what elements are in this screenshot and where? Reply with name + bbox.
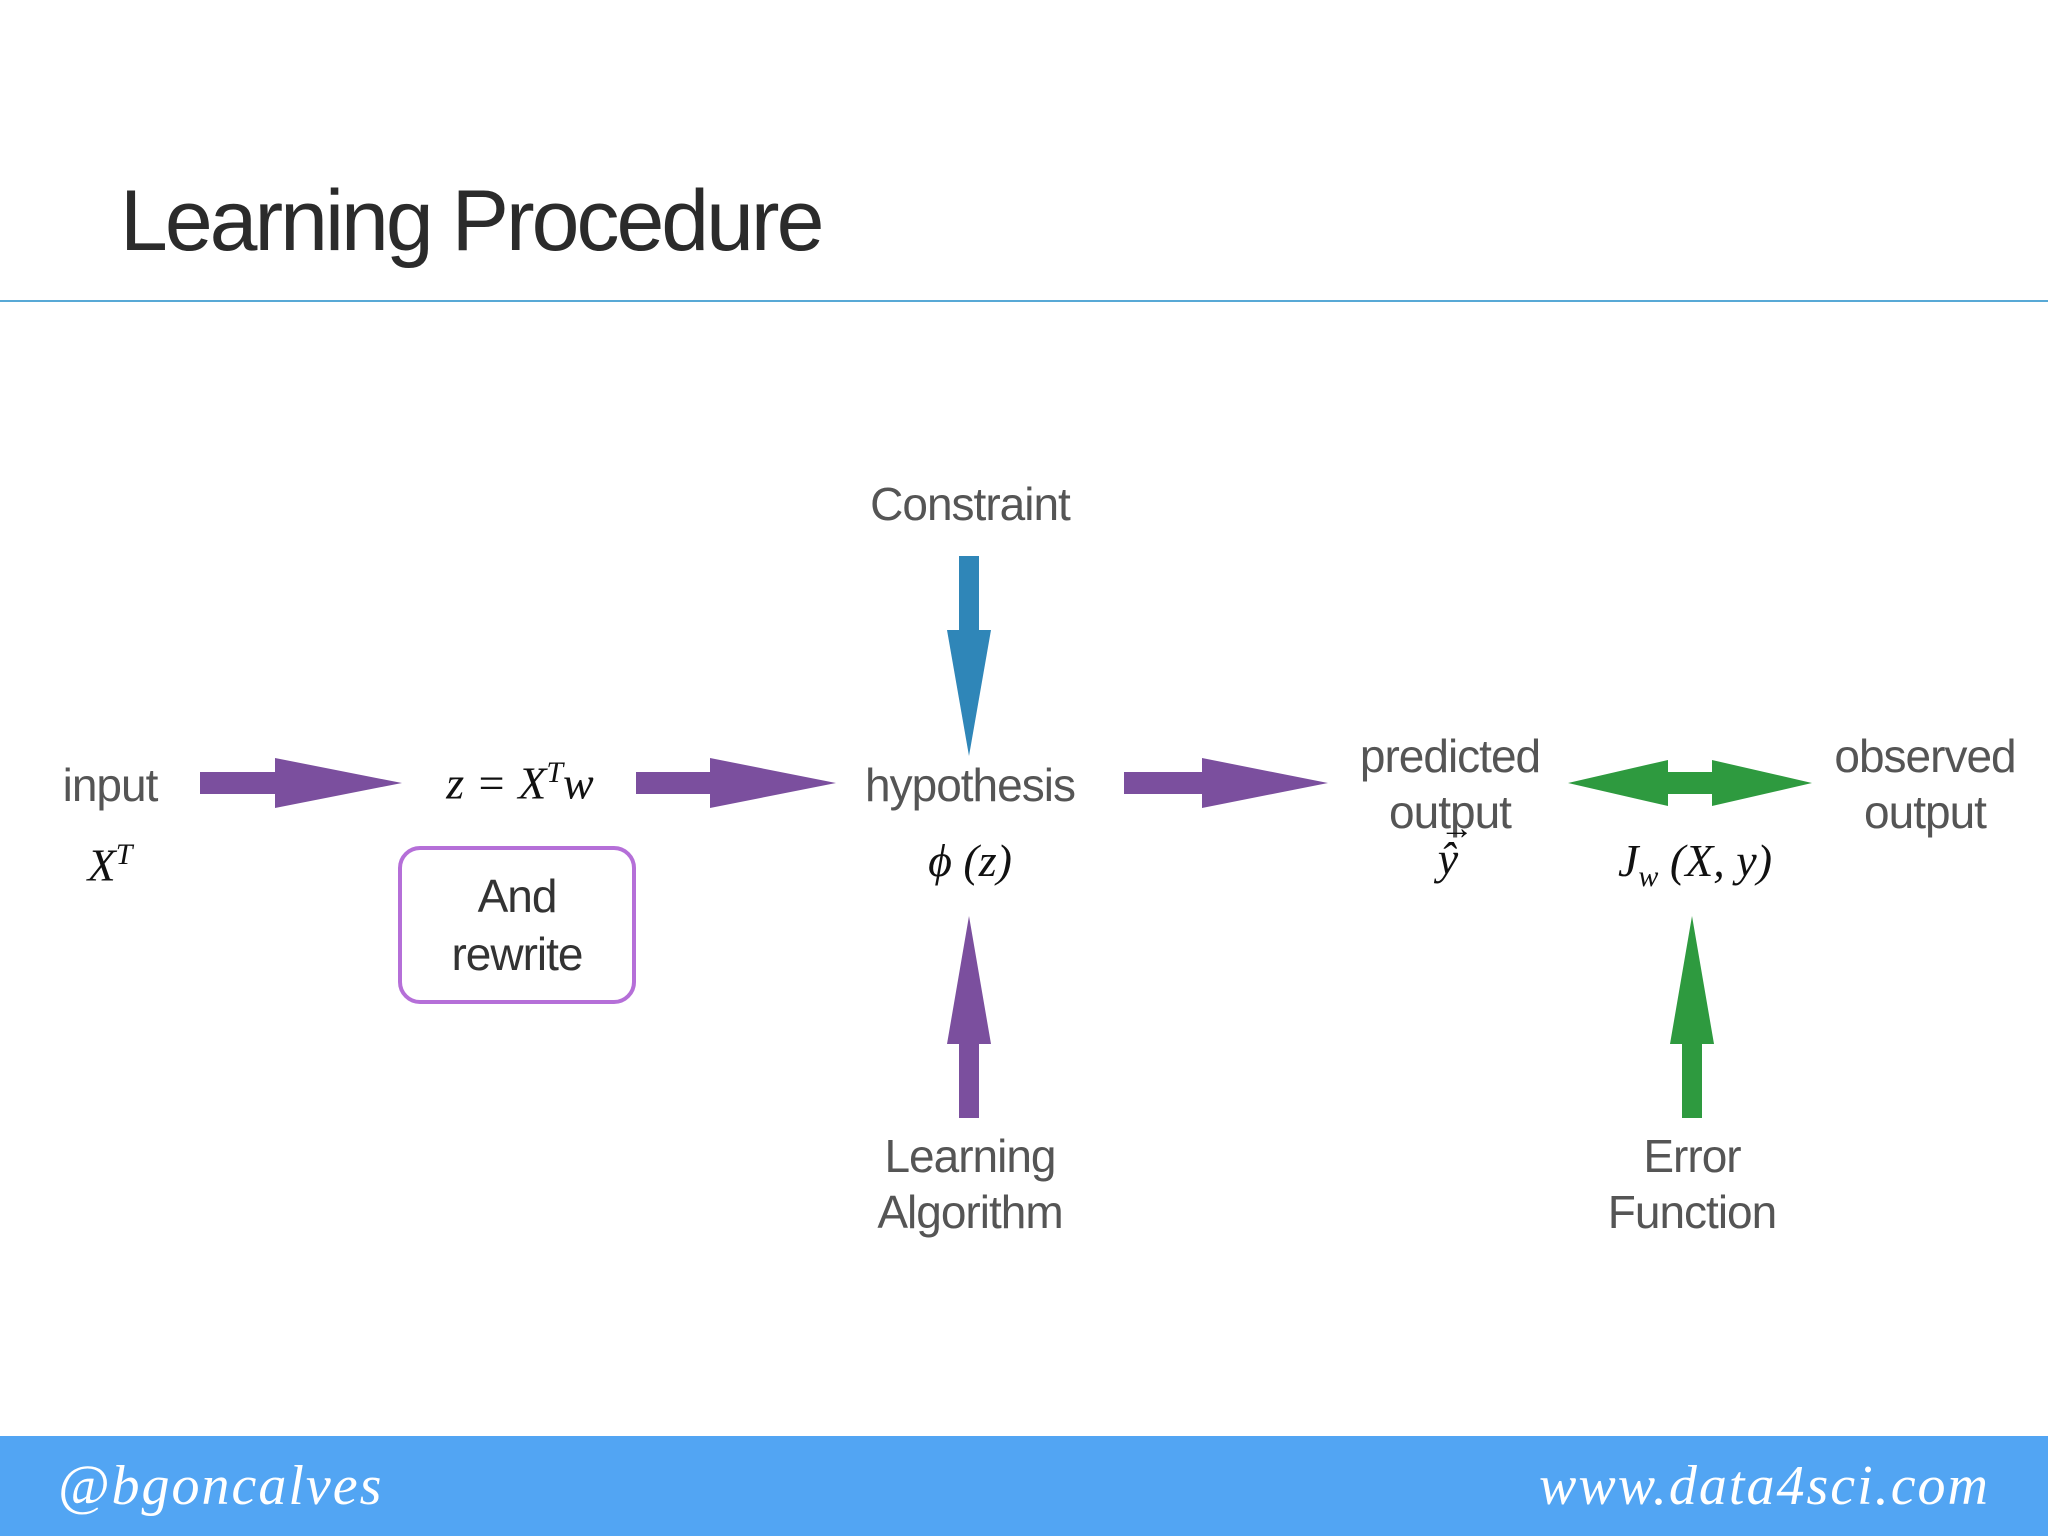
constraint-label: Constraint xyxy=(870,478,1071,530)
arrow-predicted-observed xyxy=(1568,760,1812,806)
hypothesis-label: hypothesis xyxy=(865,759,1076,811)
flow-arrows xyxy=(200,556,1812,1118)
observed-output-label: observed output xyxy=(1834,730,2016,838)
error-function-label: Error Function xyxy=(1607,1130,1777,1238)
footer-website: www.data4sci.com xyxy=(1539,1455,1990,1517)
arrow-z-to-hypothesis xyxy=(636,758,836,808)
rewrite-box: And rewrite xyxy=(398,846,636,1004)
arrow-hypothesis-to-predicted xyxy=(1124,758,1328,808)
input-label: input xyxy=(62,759,159,811)
input-math: XT xyxy=(87,838,133,891)
slide-title: Learning Procedure xyxy=(120,173,824,269)
footer-handle: @bgoncalves xyxy=(58,1455,384,1517)
arrow-error-up xyxy=(1670,916,1714,1118)
arrow-input-to-z xyxy=(200,758,402,808)
hypothesis-math: ϕ (z) xyxy=(928,835,1012,886)
predicted-output-label: predicted output xyxy=(1359,730,1541,838)
footer-bar: @bgoncalves www.data4sci.com xyxy=(0,1436,2048,1536)
predicted-output-math: → ŷ xyxy=(1437,810,1474,884)
title-divider xyxy=(0,300,2048,302)
arrow-learning-up xyxy=(947,916,991,1118)
learning-algorithm-label: Learning Algorithm xyxy=(877,1130,1063,1238)
z-equation: z = XTw xyxy=(446,756,594,809)
arrow-constraint-down xyxy=(947,556,991,756)
error-function-math: Jw (X, y) xyxy=(1617,835,1773,894)
